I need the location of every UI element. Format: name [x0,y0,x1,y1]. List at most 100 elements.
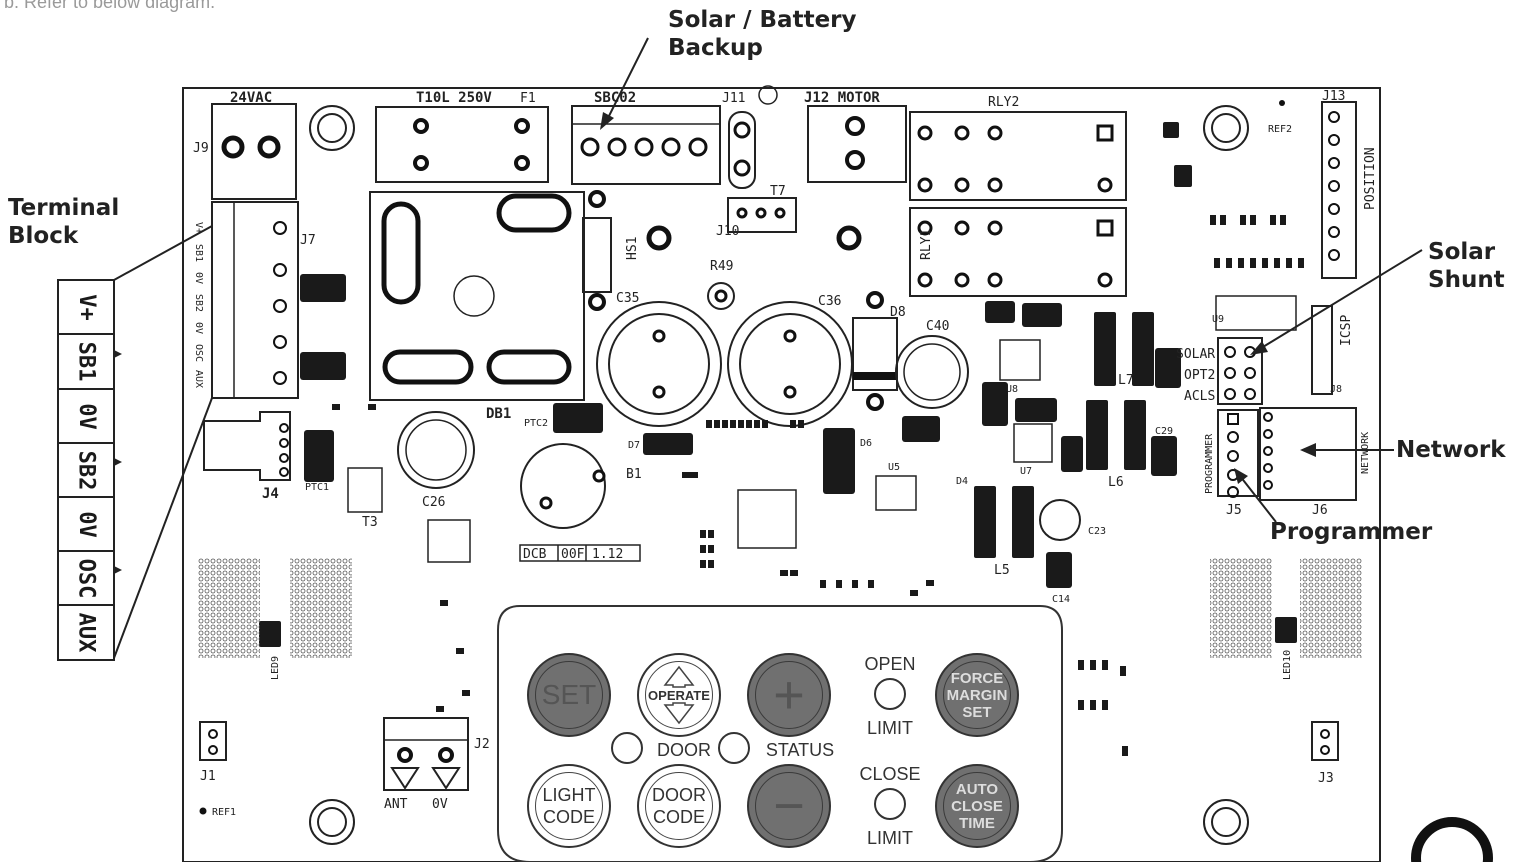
silk-acls: ACLS [1184,389,1215,404]
plus-button[interactable]: + [747,653,831,737]
silk-24vac: 24VAC [230,90,272,106]
terminal-label: SB2 [73,450,99,491]
operate-button-label: OPERATE [648,687,710,703]
silk-j3: J3 [1318,771,1334,786]
terminal-label: 0V [73,511,99,538]
silk-t7: T7 [770,184,786,199]
terminal-label: OSC [73,558,99,599]
terminal-label: SB1 [73,341,99,382]
mounting-holes [309,105,1249,845]
silk-ref1: REF1 [212,807,236,818]
door-led-right [718,732,750,764]
silk-j6: J6 [1312,503,1328,518]
silk-r49: R49 [710,259,733,274]
operate-button[interactable]: OPERATE [637,653,721,737]
operate-arrows-icon [663,665,695,725]
silk-dcb-rev: 00F [561,547,585,562]
silk-c35: C35 [616,291,639,306]
silk-db1: DB1 [486,406,511,422]
door-code-label: DOOR CODE [652,785,706,827]
terminal-v-plus: V+ [58,280,114,335]
svg-text:0V: 0V [193,322,204,334]
silk-hs1: HS1 [625,237,640,260]
callout-solar-shunt: Solar Shunt [1428,239,1505,293]
svg-text:0V: 0V [193,272,204,284]
silk-u5: U5 [888,462,900,473]
terminal-sb2: SB2 [58,443,114,498]
terminal-sb1: SB1 [58,334,114,389]
terminal-osc: OSC [58,551,114,606]
silk-ptc2: PTC2 [524,418,548,429]
silk-led9: LED9 [270,656,281,680]
silk-dcb: DCB [523,547,547,562]
force-margin-set-label: FORCE MARGIN SET [946,669,1008,721]
light-code-label: LIGHT CODE [542,785,596,827]
silk-c40: C40 [926,319,949,334]
terminal-label: 0V [73,403,99,430]
door-label: DOOR [657,740,711,760]
close-label: CLOSE [859,764,921,784]
door-code-button[interactable]: DOOR CODE [637,764,721,848]
terminal-label: AUX [73,612,99,653]
callout-terminal-block: Terminal Block [8,195,120,249]
silk-j8: J8 [1330,384,1342,395]
force-margin-set-button[interactable]: FORCE MARGIN SET [935,653,1019,737]
silk-network: NETWORK [1360,432,1371,474]
silk-fuse: T10L 250V [416,90,492,106]
open-limit-label: LIMIT [866,718,913,738]
silk-led10: LED10 [1282,650,1293,680]
silk-j12: J12 MOTOR [804,90,880,106]
silk-rly1: RLY1 [919,229,934,260]
silk-l7: L7 [1118,373,1134,388]
silk-c23: C23 [1088,526,1106,537]
terminal-label: V+ [73,294,99,321]
silk-dcb-ver: 1.12 [592,547,623,562]
silk-d6: D6 [860,438,872,449]
silk-c36: C36 [818,294,841,309]
silk-c29: C29 [1155,426,1173,437]
minus-icon: − [773,776,805,836]
light-code-button[interactable]: LIGHT CODE [527,764,611,848]
silk-t3: T3 [362,515,378,530]
svg-text:OSC: OSC [193,344,204,362]
close-limit-led [874,788,906,820]
silk-l5: L5 [994,563,1010,578]
silk-solar: SOLAR [1176,347,1215,362]
callout-network: Network [1396,437,1506,463]
intro-text: b. Refer to below diagram. [4,0,216,12]
silk-j7: J7 [300,233,316,248]
open-label: OPEN [864,654,916,674]
terminal-aux: AUX [58,605,114,660]
svg-text:V+: V+ [193,222,204,234]
door-led-left [611,732,643,764]
svg-text:SB2: SB2 [193,294,204,312]
silk-opt2: OPT2 [1184,368,1215,383]
silk-c14: C14 [1052,594,1070,605]
silk-j2: J2 [474,737,490,752]
silk-ant: ANT [384,797,408,812]
svg-text:AUX: AUX [193,370,204,388]
close-limit-label: LIMIT [866,828,913,848]
silk-j11: J11 [722,91,745,106]
silk-l6: L6 [1108,475,1124,490]
silk-j1: J1 [200,769,216,784]
silk-j5: J5 [1226,503,1242,518]
silk-u7: U7 [1020,466,1032,477]
silk-u8: U8 [1006,384,1018,395]
set-button[interactable]: SET [527,653,611,737]
terminal-0v-1: 0V [58,389,114,444]
silk-ptc1: PTC1 [305,482,329,493]
minus-button[interactable]: − [747,764,831,848]
silk-c26: C26 [422,495,445,510]
callout-programmer: Programmer [1270,519,1433,545]
plus-icon: + [773,665,805,725]
terminal-0v-2: 0V [58,497,114,552]
silk-d8: D8 [890,305,906,320]
auto-close-time-button[interactable]: AUTO CLOSE TIME [935,764,1019,848]
silk-j9: J9 [193,141,209,156]
open-limit-led [874,678,906,710]
silk-icsp: ICSP [1339,315,1354,346]
silk-d7: D7 [628,440,640,451]
